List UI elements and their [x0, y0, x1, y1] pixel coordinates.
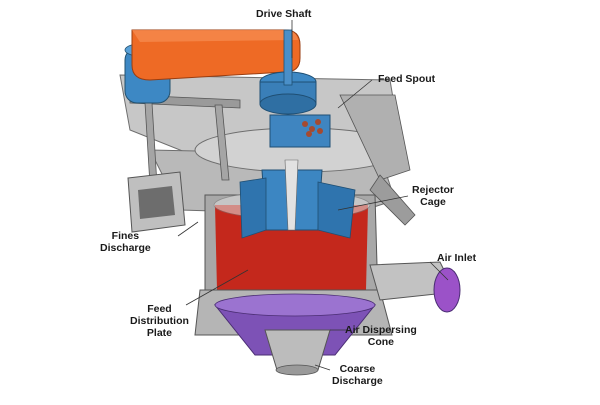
- rejector-cage-leader: [337, 195, 409, 211]
- label-drive-shaft-text: Drive Shaft: [256, 8, 312, 20]
- belt-guard: [131, 29, 301, 81]
- fines-discharge-duct: [127, 171, 186, 233]
- coarse-discharge-leader: [314, 364, 331, 371]
- coarse-discharge-spout: [264, 329, 331, 376]
- label-air-inlet-text: Air Inlet: [437, 252, 477, 264]
- label-rejector-cage-line-1: Rejector: [412, 184, 455, 196]
- label-coarse-discharge-line-2: Discharge: [332, 375, 383, 387]
- label-feed-distribution-plate: Feed Distribution Plate: [130, 303, 189, 339]
- rejector-cage: [239, 159, 356, 239]
- label-feed-spout-text: Feed Spout: [378, 73, 436, 85]
- air-inlet-pipe: [369, 261, 461, 313]
- label-air-dispersing-cone: Air Dispersing Cone: [345, 324, 417, 348]
- drive-pulley: [259, 29, 317, 115]
- feed-spout-leader: [337, 79, 373, 109]
- label-rejector-cage: Rejector Cage: [412, 184, 454, 208]
- support-frame: [129, 94, 416, 226]
- label-fines-discharge-line-2: Discharge: [100, 242, 151, 254]
- leader-lines: [177, 20, 449, 371]
- label-fines-discharge: Fines Discharge: [100, 230, 151, 254]
- label-coarse-discharge: Coarse Discharge: [332, 363, 383, 387]
- label-coarse-discharge-line-1: Coarse: [339, 363, 376, 375]
- label-air-inlet: Air Inlet: [437, 252, 476, 264]
- label-feed-distribution-plate-line-2: Distribution: [130, 315, 189, 327]
- feed-distribution-plate-leader: [185, 269, 249, 306]
- label-drive-shaft: Drive Shaft: [256, 8, 311, 20]
- label-feed-distribution-plate-line-1: Feed: [147, 303, 172, 315]
- feed-spout: [269, 114, 331, 148]
- label-air-dispersing-cone-line-1: Air Dispersing: [345, 324, 417, 336]
- label-rejector-cage-line-2: Cage: [420, 196, 446, 208]
- fines-discharge-leader: [177, 221, 199, 237]
- label-feed-distribution-plate-line-3: Plate: [146, 327, 173, 339]
- label-air-dispersing-cone-line-2: Cone: [367, 336, 395, 348]
- air-inlet-leader: [429, 261, 449, 281]
- label-fines-discharge-line-1: Fines: [111, 230, 140, 242]
- label-feed-spout: Feed Spout: [378, 73, 435, 85]
